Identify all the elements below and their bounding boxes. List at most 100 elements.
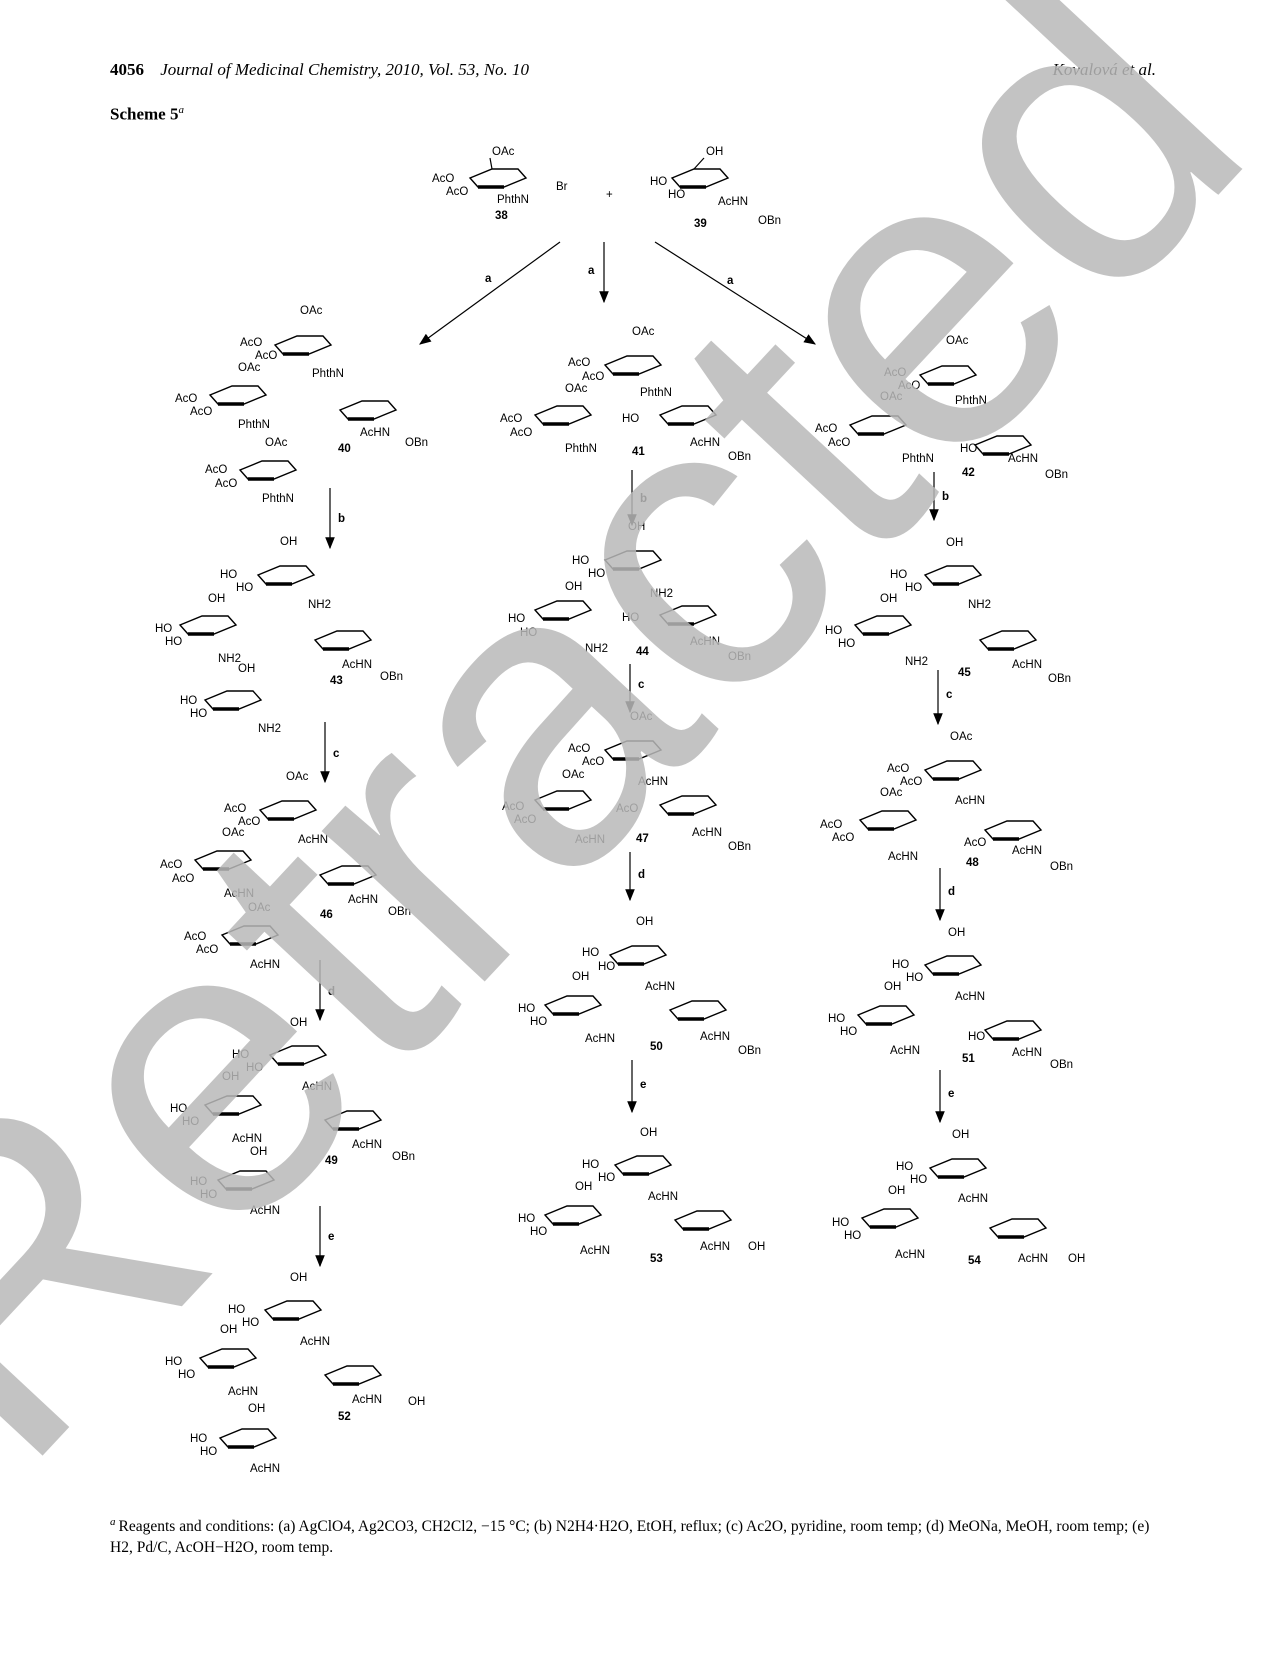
svg-text:OAc: OAc (248, 902, 271, 914)
svg-text:OH: OH (706, 146, 723, 158)
svg-text:OAc: OAc (565, 383, 588, 395)
svg-text:AcO: AcO (887, 763, 909, 775)
svg-text:OAc: OAc (632, 326, 655, 338)
svg-text:HO: HO (582, 947, 599, 959)
svg-text:OAc: OAc (880, 391, 903, 403)
svg-text:AcO: AcO (190, 406, 212, 418)
svg-text:HO: HO (518, 1213, 535, 1225)
svg-text:OH: OH (946, 537, 963, 549)
compound-53-structure: OH HO HO AcHN OH HO HO AcHN AcHN OH 53 (518, 1127, 765, 1265)
svg-text:AcHN: AcHN (718, 196, 748, 208)
svg-text:AcO: AcO (964, 837, 986, 849)
svg-text:AcHN: AcHN (955, 795, 985, 807)
svg-text:HO: HO (530, 1226, 547, 1238)
svg-text:OH: OH (628, 521, 645, 533)
svg-text:PhthN: PhthN (497, 194, 529, 206)
svg-text:AcHN: AcHN (692, 827, 722, 839)
svg-text:AcO: AcO (884, 367, 906, 379)
svg-text:HO: HO (155, 623, 172, 635)
compound-50-structure: OH HO HO AcHN OH HO HO AcHN AcHN OBn 50 (518, 916, 761, 1057)
svg-text:Br: Br (556, 181, 568, 193)
svg-text:OH: OH (565, 581, 582, 593)
svg-text:PhthN: PhthN (565, 443, 597, 455)
svg-text:NH2: NH2 (308, 599, 331, 611)
svg-text:HO: HO (236, 582, 253, 594)
svg-text:HO: HO (165, 636, 182, 648)
compound-52-structure: OH HO HO AcHN OH HO HO AcHN AcHN OH OH H… (165, 1272, 425, 1475)
svg-text:OH: OH (948, 927, 965, 939)
svg-text:NH2: NH2 (968, 599, 991, 611)
compound-44-label: 44 (636, 646, 649, 658)
svg-text:HO: HO (598, 1172, 615, 1184)
svg-text:OH: OH (280, 536, 297, 548)
compound-54-label: 54 (968, 1255, 981, 1267)
svg-text:OBn: OBn (728, 651, 751, 663)
svg-text:AcHN: AcHN (1012, 1047, 1042, 1059)
svg-text:AcHN: AcHN (585, 1033, 615, 1045)
svg-text:AcHN: AcHN (228, 1386, 258, 1398)
arrow-a-right (654, 241, 817, 345)
svg-text:HO: HO (508, 613, 525, 625)
svg-text:AcHN: AcHN (690, 636, 720, 648)
svg-text:AcO: AcO (568, 357, 590, 369)
svg-text:HO: HO (910, 1174, 927, 1186)
svg-text:OH: OH (290, 1272, 307, 1284)
svg-text:AcO: AcO (616, 803, 638, 815)
svg-text:OH: OH (238, 663, 255, 675)
svg-text:AcHN: AcHN (888, 851, 918, 863)
svg-text:AcHN: AcHN (638, 776, 668, 788)
svg-text:AcHN: AcHN (890, 1045, 920, 1057)
svg-text:HO: HO (200, 1446, 217, 1458)
svg-text:AcO: AcO (832, 832, 854, 844)
svg-text:AcHN: AcHN (575, 834, 605, 846)
svg-text:b: b (942, 491, 949, 503)
svg-text:NH2: NH2 (650, 588, 673, 600)
compound-49-label: 49 (325, 1155, 338, 1167)
compound-39-label: 39 (694, 218, 707, 230)
svg-text:PhthN: PhthN (238, 419, 270, 431)
svg-text:OH: OH (208, 593, 225, 605)
svg-text:HO: HO (200, 1189, 217, 1201)
svg-text:HO: HO (582, 1159, 599, 1171)
svg-text:AcHN: AcHN (1012, 659, 1042, 671)
compound-48-label: 48 (966, 857, 979, 869)
compound-47-label: 47 (636, 833, 649, 845)
svg-text:OBn: OBn (1045, 469, 1068, 481)
svg-text:HO: HO (228, 1304, 245, 1316)
svg-text:OAc: OAc (265, 437, 288, 449)
svg-text:OH: OH (250, 1146, 267, 1158)
svg-text:HO: HO (840, 1026, 857, 1038)
compound-44-structure: OH HO HO NH2 OH HO HO NH2 HO AcHN OBn 44 (508, 521, 751, 663)
svg-text:HO: HO (518, 1003, 535, 1015)
svg-text:OH: OH (408, 1396, 425, 1408)
svg-text:PhthN: PhthN (902, 453, 934, 465)
svg-text:HO: HO (572, 555, 589, 567)
svg-text:AcHN: AcHN (250, 959, 280, 971)
svg-text:b: b (640, 493, 647, 505)
svg-text:HO: HO (650, 176, 667, 188)
svg-text:AcHN: AcHN (250, 1463, 280, 1475)
svg-text:b: b (338, 513, 345, 525)
svg-text:HO: HO (844, 1230, 861, 1242)
svg-text:AcHN: AcHN (645, 981, 675, 993)
svg-text:OAc: OAc (286, 771, 309, 783)
svg-text:d: d (638, 869, 645, 881)
svg-text:e: e (328, 1231, 334, 1243)
svg-text:AcO: AcO (240, 337, 262, 349)
scheme-footnote-mark: a (178, 104, 184, 116)
svg-text:AcO: AcO (568, 743, 590, 755)
svg-text:AcO: AcO (175, 393, 197, 405)
svg-text:HO: HO (892, 959, 909, 971)
compound-41-structure: OAc AcO AcO PhthN OAc AcO AcO PhthN HO A… (500, 326, 751, 463)
svg-text:AcO: AcO (160, 859, 182, 871)
svg-text:OH: OH (290, 1017, 307, 1029)
compound-40-label: 40 (338, 443, 351, 455)
svg-text:HO: HO (622, 413, 639, 425)
svg-text:OBn: OBn (392, 1151, 415, 1163)
svg-text:NH2: NH2 (218, 653, 241, 665)
svg-text:OH: OH (880, 593, 897, 605)
svg-text:AcHN: AcHN (352, 1394, 382, 1406)
compound-50-label: 50 (650, 1041, 663, 1053)
svg-text:AcO: AcO (582, 371, 604, 383)
